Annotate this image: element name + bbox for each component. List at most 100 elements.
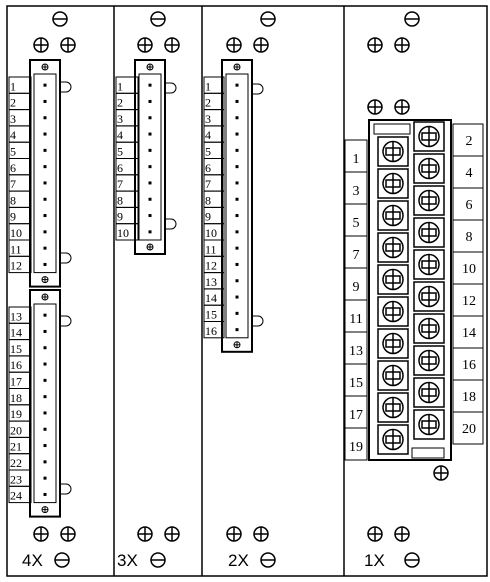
latch-tab	[165, 82, 177, 94]
cross-screw-icon	[164, 526, 180, 542]
terminal-screw-icon	[377, 296, 409, 327]
pin-number: 24	[10, 489, 22, 503]
pin-number: 14	[205, 291, 217, 305]
pin-dot	[235, 279, 239, 283]
terminal-number: 4	[466, 166, 473, 181]
pin-dot	[235, 83, 239, 87]
terminal-number: 2	[466, 134, 473, 149]
pin-number: 9	[205, 210, 211, 224]
pin-dot	[148, 83, 152, 87]
cross-screw-icon	[137, 526, 153, 542]
pin-number: 11	[205, 242, 217, 256]
pin-dot	[43, 476, 47, 480]
terminal-number: 14	[462, 326, 476, 341]
pin-dot	[43, 116, 47, 120]
pin-number: 5	[205, 145, 211, 159]
pin-number: 3	[117, 112, 123, 126]
terminal-screw-icon	[413, 121, 445, 152]
pin-number: 10	[205, 226, 217, 240]
cross-screw-icon	[226, 526, 242, 542]
pin-dot	[43, 346, 47, 350]
pin-number: 18	[10, 391, 22, 405]
pin-dot	[235, 197, 239, 201]
pin-number: 5	[117, 145, 123, 159]
connector-screw-icon	[146, 63, 154, 71]
pin-number: 1	[117, 79, 123, 93]
screw-icon	[150, 552, 166, 568]
connector-screw-icon	[233, 63, 241, 71]
pin-number: 12	[205, 259, 217, 273]
screw-icon	[404, 552, 420, 568]
pin-number: 7	[117, 177, 123, 191]
cross-screw-icon	[60, 37, 76, 53]
pin-dot	[235, 311, 239, 315]
pin-number: 3	[205, 112, 211, 126]
pin-number: 11	[10, 242, 22, 256]
pin-dot	[43, 148, 47, 152]
screw-icon	[52, 11, 68, 27]
terminal-screw-icon	[377, 328, 409, 359]
cross-screw-icon	[433, 465, 449, 481]
pin-dot	[235, 181, 239, 185]
pin-dot	[43, 132, 47, 136]
terminal-screw-icon	[413, 249, 445, 280]
cross-screw-icon	[367, 99, 383, 115]
pin-number: 12	[10, 259, 22, 273]
pin-number: 6	[205, 161, 211, 175]
pin-number: 4	[205, 128, 211, 142]
cross-screw-icon	[33, 526, 49, 542]
pin-number: 10	[117, 226, 129, 240]
pin-number: 13	[10, 309, 22, 323]
screw-icon	[404, 11, 420, 27]
pin-number: 7	[205, 177, 211, 191]
terminal-number: 10	[462, 262, 476, 277]
cross-screw-icon	[367, 526, 383, 542]
terminal-number: 1	[353, 152, 360, 167]
pin-number: 8	[205, 193, 211, 207]
pin-dot	[235, 295, 239, 299]
pin-number: 22	[10, 456, 22, 470]
terminal-number: 7	[353, 248, 360, 263]
cross-screw-icon	[33, 37, 49, 53]
terminal-number: 8	[466, 230, 473, 245]
terminal-screw-icon	[413, 185, 445, 216]
cross-screw-icon	[253, 526, 269, 542]
pin-dot	[43, 230, 47, 234]
terminal-screw-icon	[413, 345, 445, 376]
pin-number: 23	[10, 472, 22, 486]
pin-number: 16	[10, 358, 22, 372]
pin-number: 16	[205, 324, 217, 338]
pin-number: 7	[10, 177, 16, 191]
pin-number: 15	[205, 308, 217, 322]
pin-number: 9	[10, 210, 16, 224]
pin-dot	[235, 99, 239, 103]
terminal-screw-icon	[413, 409, 445, 440]
pin-number: 9	[117, 210, 123, 224]
pin-dot	[43, 329, 47, 333]
latch-tab	[60, 483, 72, 495]
pin-dot	[43, 246, 47, 250]
pin-number: 2	[205, 96, 211, 110]
pin-number: 4	[10, 128, 16, 142]
pin-number: 2	[117, 96, 123, 110]
terminal-screw-icon	[413, 153, 445, 184]
terminal-screw-icon	[413, 313, 445, 344]
terminal-screw-icon	[413, 217, 445, 248]
pin-dot	[43, 444, 47, 448]
pin-dot	[148, 230, 152, 234]
pin-dot	[43, 313, 47, 317]
terminal-number: 17	[349, 408, 363, 423]
pin-number: 8	[10, 193, 16, 207]
terminal-screw-icon	[377, 392, 409, 423]
pin-dot	[235, 165, 239, 169]
latch-tab	[252, 83, 264, 95]
slot-label: 3X	[117, 551, 138, 570]
terminal-screw-icon	[377, 200, 409, 231]
pin-number: 19	[10, 407, 22, 421]
